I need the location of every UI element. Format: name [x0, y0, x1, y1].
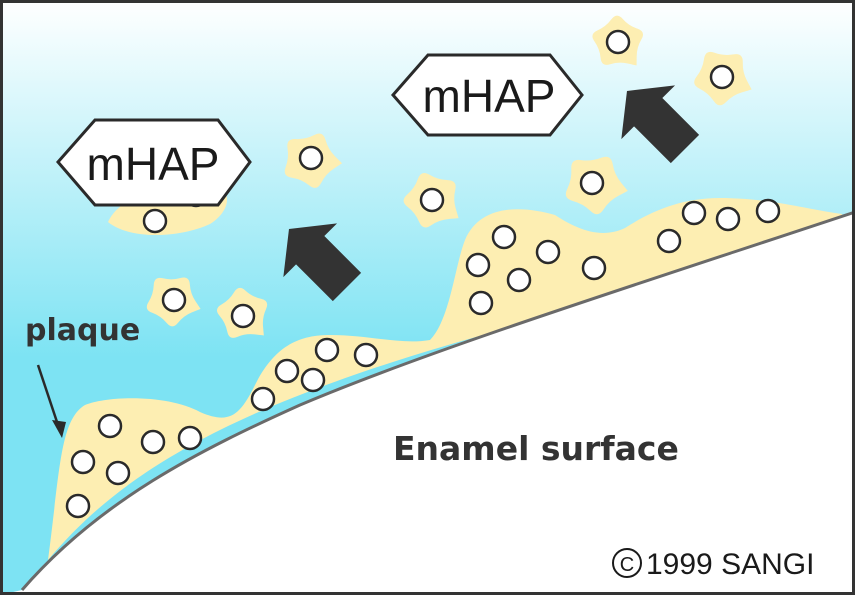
- hydroxyapatite-particle-icon: [605, 29, 631, 55]
- plaque-label: plaque: [25, 313, 140, 348]
- hydroxyapatite-particle-icon: [506, 267, 532, 293]
- hydroxyapatite-particle-icon: [755, 198, 781, 224]
- mhap-text-right: mHAP: [423, 70, 556, 122]
- hydroxyapatite-particle-icon: [105, 460, 131, 486]
- hydroxyapatite-particle-icon: [298, 145, 324, 171]
- hydroxyapatite-particle-icon: [70, 449, 96, 475]
- hydroxyapatite-particle-icon: [97, 413, 123, 439]
- copyright-text: 1999 SANGI: [646, 548, 814, 581]
- hydroxyapatite-particle-icon: [579, 170, 605, 196]
- hydroxyapatite-particle-icon: [250, 386, 276, 412]
- hydroxyapatite-particle-icon: [581, 255, 607, 281]
- mhap-label-left: mHAP: [56, 118, 252, 207]
- mhap-text-left: mHAP: [87, 138, 220, 190]
- hydroxyapatite-particle-icon: [161, 287, 187, 313]
- plaque-pointer-arrow-icon: [36, 364, 66, 438]
- hydroxyapatite-particle-icon: [681, 200, 707, 226]
- plaque-layer: [48, 198, 842, 560]
- hydroxyapatite-particle-icon: [419, 187, 445, 213]
- hydroxyapatite-particle-icon: [140, 429, 166, 455]
- hydroxyapatite-particle-icon: [230, 303, 256, 329]
- arrow-up-left-icon: [621, 85, 700, 164]
- hydroxyapatite-particle-icon: [177, 425, 203, 451]
- hydroxyapatite-particle-icon: [465, 252, 491, 278]
- copyright-symbol: C: [620, 554, 634, 576]
- enamel-surface: [0, 212, 855, 595]
- copyright-circle-icon: [612, 548, 642, 578]
- enamel-surface-label: Enamel surface: [393, 429, 679, 468]
- hydroxyapatite-particle-icon: [353, 342, 379, 368]
- arrow-up-left-icon: [283, 223, 362, 302]
- hydroxyapatite-particle-icon: [300, 367, 326, 393]
- hydroxyapatite-particle-icon: [65, 493, 91, 519]
- hydroxyapatite-particle-icon: [142, 208, 168, 234]
- hydroxyapatite-particle-icon: [709, 64, 735, 90]
- hydroxyapatite-particle-icon: [535, 239, 561, 265]
- hydroxyapatite-particle-icon: [314, 337, 340, 363]
- enamel-edge-line: [20, 210, 855, 591]
- hydroxyapatite-particle-icon: [274, 358, 300, 384]
- hydroxyapatite-particle-icon: [468, 290, 494, 316]
- hydroxyapatite-particle-icon: [656, 228, 682, 254]
- hydroxyapatite-particle-icon: [491, 224, 517, 250]
- hydroxyapatite-particle-icon: [715, 206, 741, 232]
- copyright-notice: C 1999 SANGI: [612, 548, 814, 581]
- mhap-label-right: mHAP: [391, 53, 584, 137]
